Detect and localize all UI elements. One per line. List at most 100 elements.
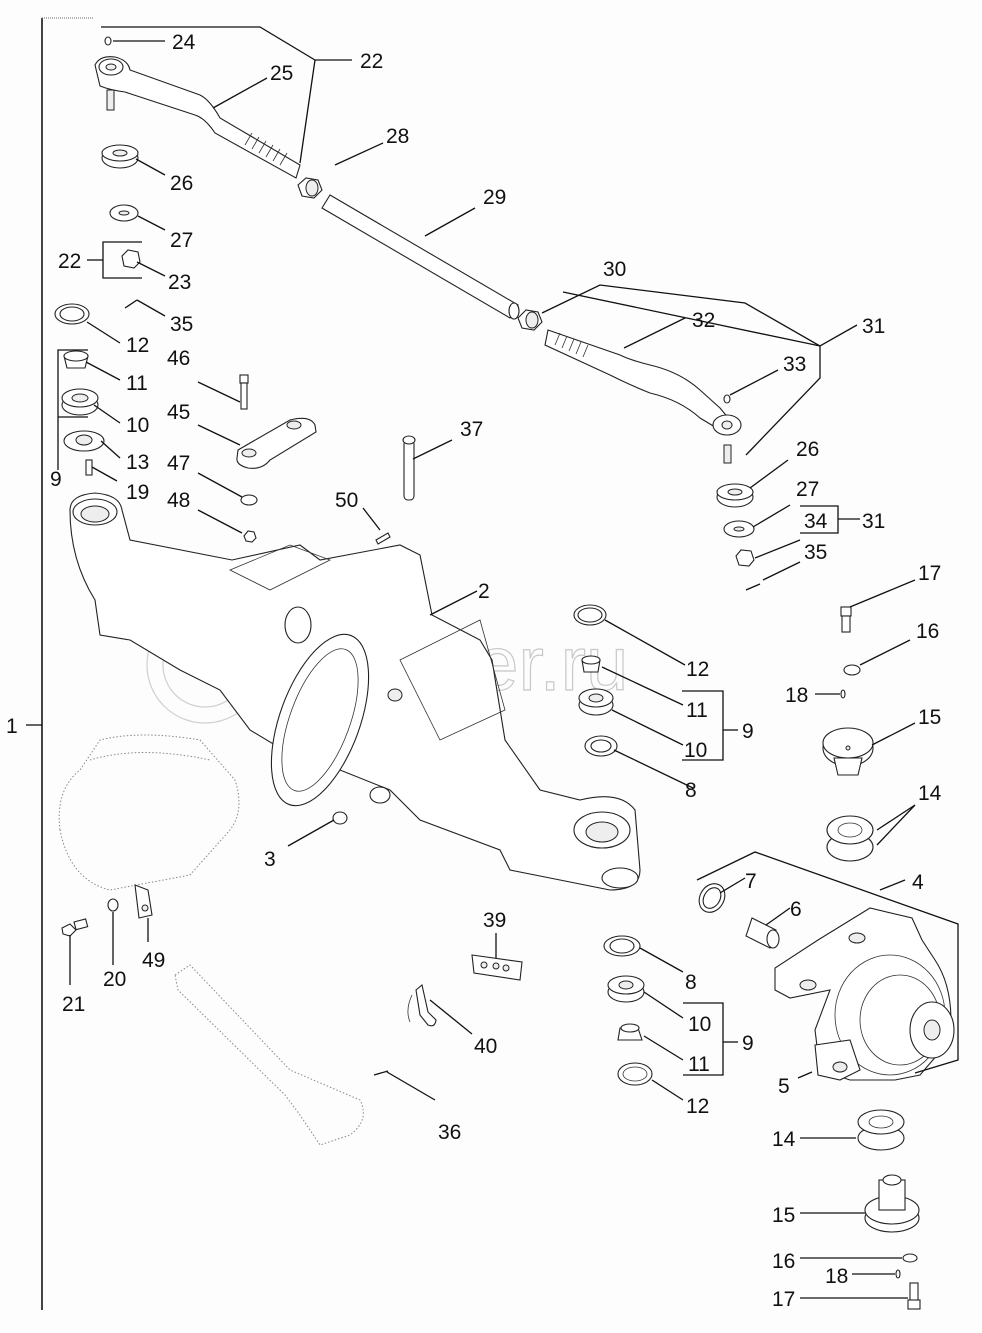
callout-3: 3 xyxy=(264,848,276,871)
part-25-tie-rod-end xyxy=(94,56,301,179)
callout-8-lower: 8 xyxy=(685,971,697,994)
part-8-shim-lower xyxy=(603,935,641,957)
callout-23: 23 xyxy=(168,271,191,294)
part-34-nut xyxy=(735,549,755,567)
part-10-cup-left xyxy=(61,388,99,416)
callout-50: 50 xyxy=(335,489,358,512)
callout-17-lower: 17 xyxy=(772,1288,795,1311)
callout-29: 29 xyxy=(483,186,506,209)
part-48-nut xyxy=(243,530,257,543)
callout-35-right: 35 xyxy=(804,541,827,564)
part-47-washer xyxy=(240,494,258,506)
callout-26-right: 26 xyxy=(796,438,819,461)
part-29-tie-rod-tube xyxy=(321,194,520,320)
part-11-cone-left xyxy=(63,350,89,369)
part-35-cotter-pin-right xyxy=(745,583,761,591)
part-32-tie-rod-end xyxy=(544,329,742,464)
callout-25: 25 xyxy=(270,62,293,85)
part-6-bushing xyxy=(745,917,780,949)
drive-shaft-ghost xyxy=(174,964,364,1146)
part-27-washer-right xyxy=(723,520,755,538)
callout-45: 45 xyxy=(167,401,190,424)
callout-33: 33 xyxy=(783,353,806,376)
callout-9-left: 9 xyxy=(50,468,62,491)
part-26-washer-left xyxy=(101,144,139,169)
part-2-axle-housing xyxy=(69,492,641,891)
part-19-screw xyxy=(85,459,93,476)
callout-12-right-lower: 12 xyxy=(686,1095,709,1118)
callout-8-upper: 8 xyxy=(685,779,697,802)
part-5-steering-knuckle xyxy=(774,907,955,1081)
callout-47: 47 xyxy=(167,452,190,475)
part-18-grease-upper xyxy=(840,689,846,699)
callout-39: 39 xyxy=(483,909,506,932)
callout-6: 6 xyxy=(790,898,802,921)
part-21-bolt xyxy=(61,918,89,937)
part-10-cup-right-upper xyxy=(578,688,614,716)
callout-31-top: 31 xyxy=(862,315,885,338)
part-14-shims-upper xyxy=(826,815,874,862)
callout-12-left: 12 xyxy=(126,334,149,357)
callout-7: 7 xyxy=(745,870,757,893)
part-40-lock-pin xyxy=(407,983,437,1027)
callout-11-right-lower: 11 xyxy=(688,1053,710,1076)
callout-32: 32 xyxy=(692,309,715,332)
callout-18-upper: 18 xyxy=(785,684,808,707)
part-50-bolt xyxy=(375,532,391,545)
part-27-washer-left xyxy=(109,204,139,222)
callout-22-left: 22 xyxy=(58,250,81,273)
callout-49: 49 xyxy=(142,949,165,972)
part-15-king-pin-lower xyxy=(864,1174,920,1233)
callout-17-upper: 17 xyxy=(918,562,941,585)
part-33-grease-nipple xyxy=(723,394,731,404)
part-3-plug xyxy=(332,811,348,825)
callout-13: 13 xyxy=(126,451,149,474)
part-11-cone-right-upper xyxy=(581,655,601,673)
callout-46: 46 xyxy=(167,347,190,370)
part-8-shim-right-upper xyxy=(584,735,618,757)
callout-19: 19 xyxy=(126,481,149,504)
callout-10-right-upper: 10 xyxy=(684,739,707,762)
part-23-castle-nut xyxy=(121,249,141,269)
part-17-bolt-upper xyxy=(840,606,852,633)
part-16-washer-lower xyxy=(902,1253,918,1263)
callout-27-left: 27 xyxy=(170,229,193,252)
callout-31-right: 31 xyxy=(862,510,885,533)
part-18-grease-lower xyxy=(895,1269,901,1279)
callout-labels: 1 2 3 4 5 6 7 8 8 9 9 9 10 10 10 11 11 1… xyxy=(6,31,942,1311)
part-15-king-pin-upper xyxy=(822,727,874,776)
callout-2: 2 xyxy=(478,580,490,603)
callout-12-right-upper: 12 xyxy=(686,658,709,681)
part-45-bracket xyxy=(236,417,317,469)
callout-9-right-lower: 9 xyxy=(742,1032,754,1055)
part-39-strip xyxy=(471,954,523,981)
callout-40: 40 xyxy=(474,1035,497,1058)
callout-4: 4 xyxy=(912,871,924,894)
callout-16-lower: 16 xyxy=(772,1250,795,1273)
callout-18-lower: 18 xyxy=(825,1265,848,1288)
assembly-bracket-1 xyxy=(26,17,93,1310)
callout-22-top: 22 xyxy=(360,50,383,73)
callout-15-lower: 15 xyxy=(772,1204,795,1227)
callout-1: 1 xyxy=(6,715,18,738)
part-14-shims-lower xyxy=(857,1109,905,1151)
part-10-cup-lower xyxy=(607,975,645,1003)
callout-24: 24 xyxy=(172,31,196,54)
part-49-clip xyxy=(134,884,153,919)
part-17-bolt-lower xyxy=(907,1282,921,1310)
callout-16-upper: 16 xyxy=(916,620,939,643)
callout-10-left: 10 xyxy=(126,414,149,437)
differential-ghost xyxy=(58,734,240,891)
part-12-seal-right-upper xyxy=(573,604,607,626)
callout-30: 30 xyxy=(603,258,626,281)
part-28-jam-nut xyxy=(297,177,323,199)
leader-lines xyxy=(57,26,959,1299)
callout-21: 21 xyxy=(62,993,85,1016)
callout-11-right-upper: 11 xyxy=(686,699,708,722)
part-35-cotter-pin-left xyxy=(124,299,138,309)
part-12-seal-left xyxy=(54,303,90,325)
callout-26-left: 26 xyxy=(170,172,193,195)
part-12-seal-lower xyxy=(617,1062,653,1086)
part-36-pin xyxy=(373,1070,389,1076)
